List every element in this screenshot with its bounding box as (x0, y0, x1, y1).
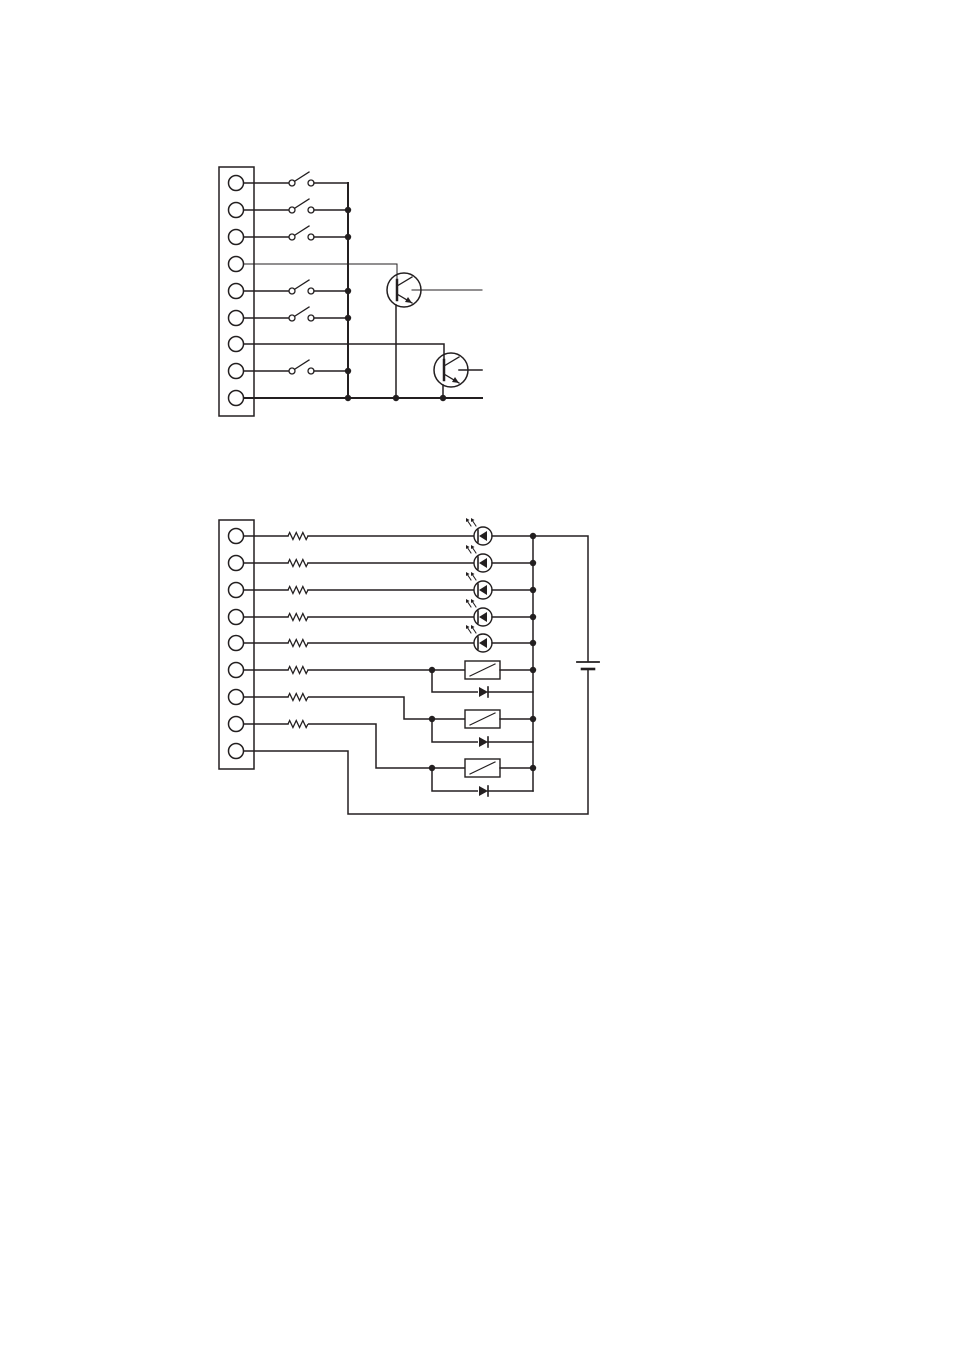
junction-dot (429, 716, 435, 722)
switch-lever (295, 172, 309, 181)
terminal-screw (229, 176, 244, 191)
series-resistor (288, 667, 308, 674)
switch-contact (289, 368, 295, 374)
terminal-screw (229, 663, 244, 678)
flyback-diode (479, 786, 488, 796)
junction-dot (393, 395, 399, 401)
switch (289, 307, 314, 321)
switch-contact (289, 315, 295, 321)
switch-lever (295, 199, 309, 208)
switch-contact (289, 234, 295, 240)
led (466, 572, 492, 599)
relay-coil (465, 661, 500, 679)
output-wiring-diagram (219, 518, 599, 814)
switch-lever (295, 360, 309, 369)
junction-dot (440, 395, 446, 401)
led (466, 599, 492, 626)
terminal-screw (229, 257, 244, 272)
diode-triangle (479, 687, 488, 697)
terminal-screw (229, 230, 244, 245)
switch-contact (289, 180, 295, 186)
terminal-screw (229, 203, 244, 218)
switch-contact (308, 207, 314, 213)
flyback-diode (479, 687, 488, 697)
led (466, 518, 492, 545)
terminal-screw (229, 610, 244, 625)
base-wire (244, 344, 444, 361)
supply-wire (533, 536, 588, 662)
switch (289, 172, 314, 186)
series-resistor (288, 587, 308, 594)
led (466, 625, 492, 652)
flyback-diode (479, 737, 488, 747)
junction-dot (429, 667, 435, 673)
relay-coil (465, 759, 500, 777)
wire (308, 697, 465, 719)
return-wire (244, 669, 588, 814)
terminal-screw (229, 717, 244, 732)
switch (289, 226, 314, 240)
switch-lever (295, 307, 309, 316)
input-wiring-diagram (219, 167, 482, 416)
relay-coil (465, 710, 500, 728)
switch (289, 199, 314, 213)
terminal-screw (229, 311, 244, 326)
terminal-screw (229, 636, 244, 651)
switch (289, 280, 314, 294)
series-resistor (288, 560, 308, 567)
switch-lever (295, 280, 309, 289)
switch-lever (295, 226, 309, 235)
series-resistor (288, 533, 308, 540)
switch-contact (289, 288, 295, 294)
base-wire (244, 264, 397, 281)
series-resistor (288, 721, 308, 728)
battery (577, 662, 599, 669)
terminal-screw (229, 744, 244, 759)
terminal-screw (229, 583, 244, 598)
switch-contact (308, 180, 314, 186)
terminal-screw (229, 391, 244, 406)
terminal-screw (229, 337, 244, 352)
led (466, 545, 492, 572)
terminal-screw (229, 364, 244, 379)
switch-contact (289, 207, 295, 213)
junction-dot (345, 395, 351, 401)
diode-triangle (479, 737, 488, 747)
series-resistor (288, 694, 308, 701)
terminal-screw (229, 529, 244, 544)
terminal-screw (229, 284, 244, 299)
switch-contact (308, 288, 314, 294)
switch (289, 360, 314, 374)
wire (308, 724, 465, 768)
switch-contact (308, 234, 314, 240)
series-resistor (288, 640, 308, 647)
switch-contact (308, 315, 314, 321)
junction-dot (429, 765, 435, 771)
terminal-screw (229, 556, 244, 571)
series-resistor (288, 614, 308, 621)
diode-triangle (479, 786, 488, 796)
switch-contact (308, 368, 314, 374)
terminal-screw (229, 690, 244, 705)
